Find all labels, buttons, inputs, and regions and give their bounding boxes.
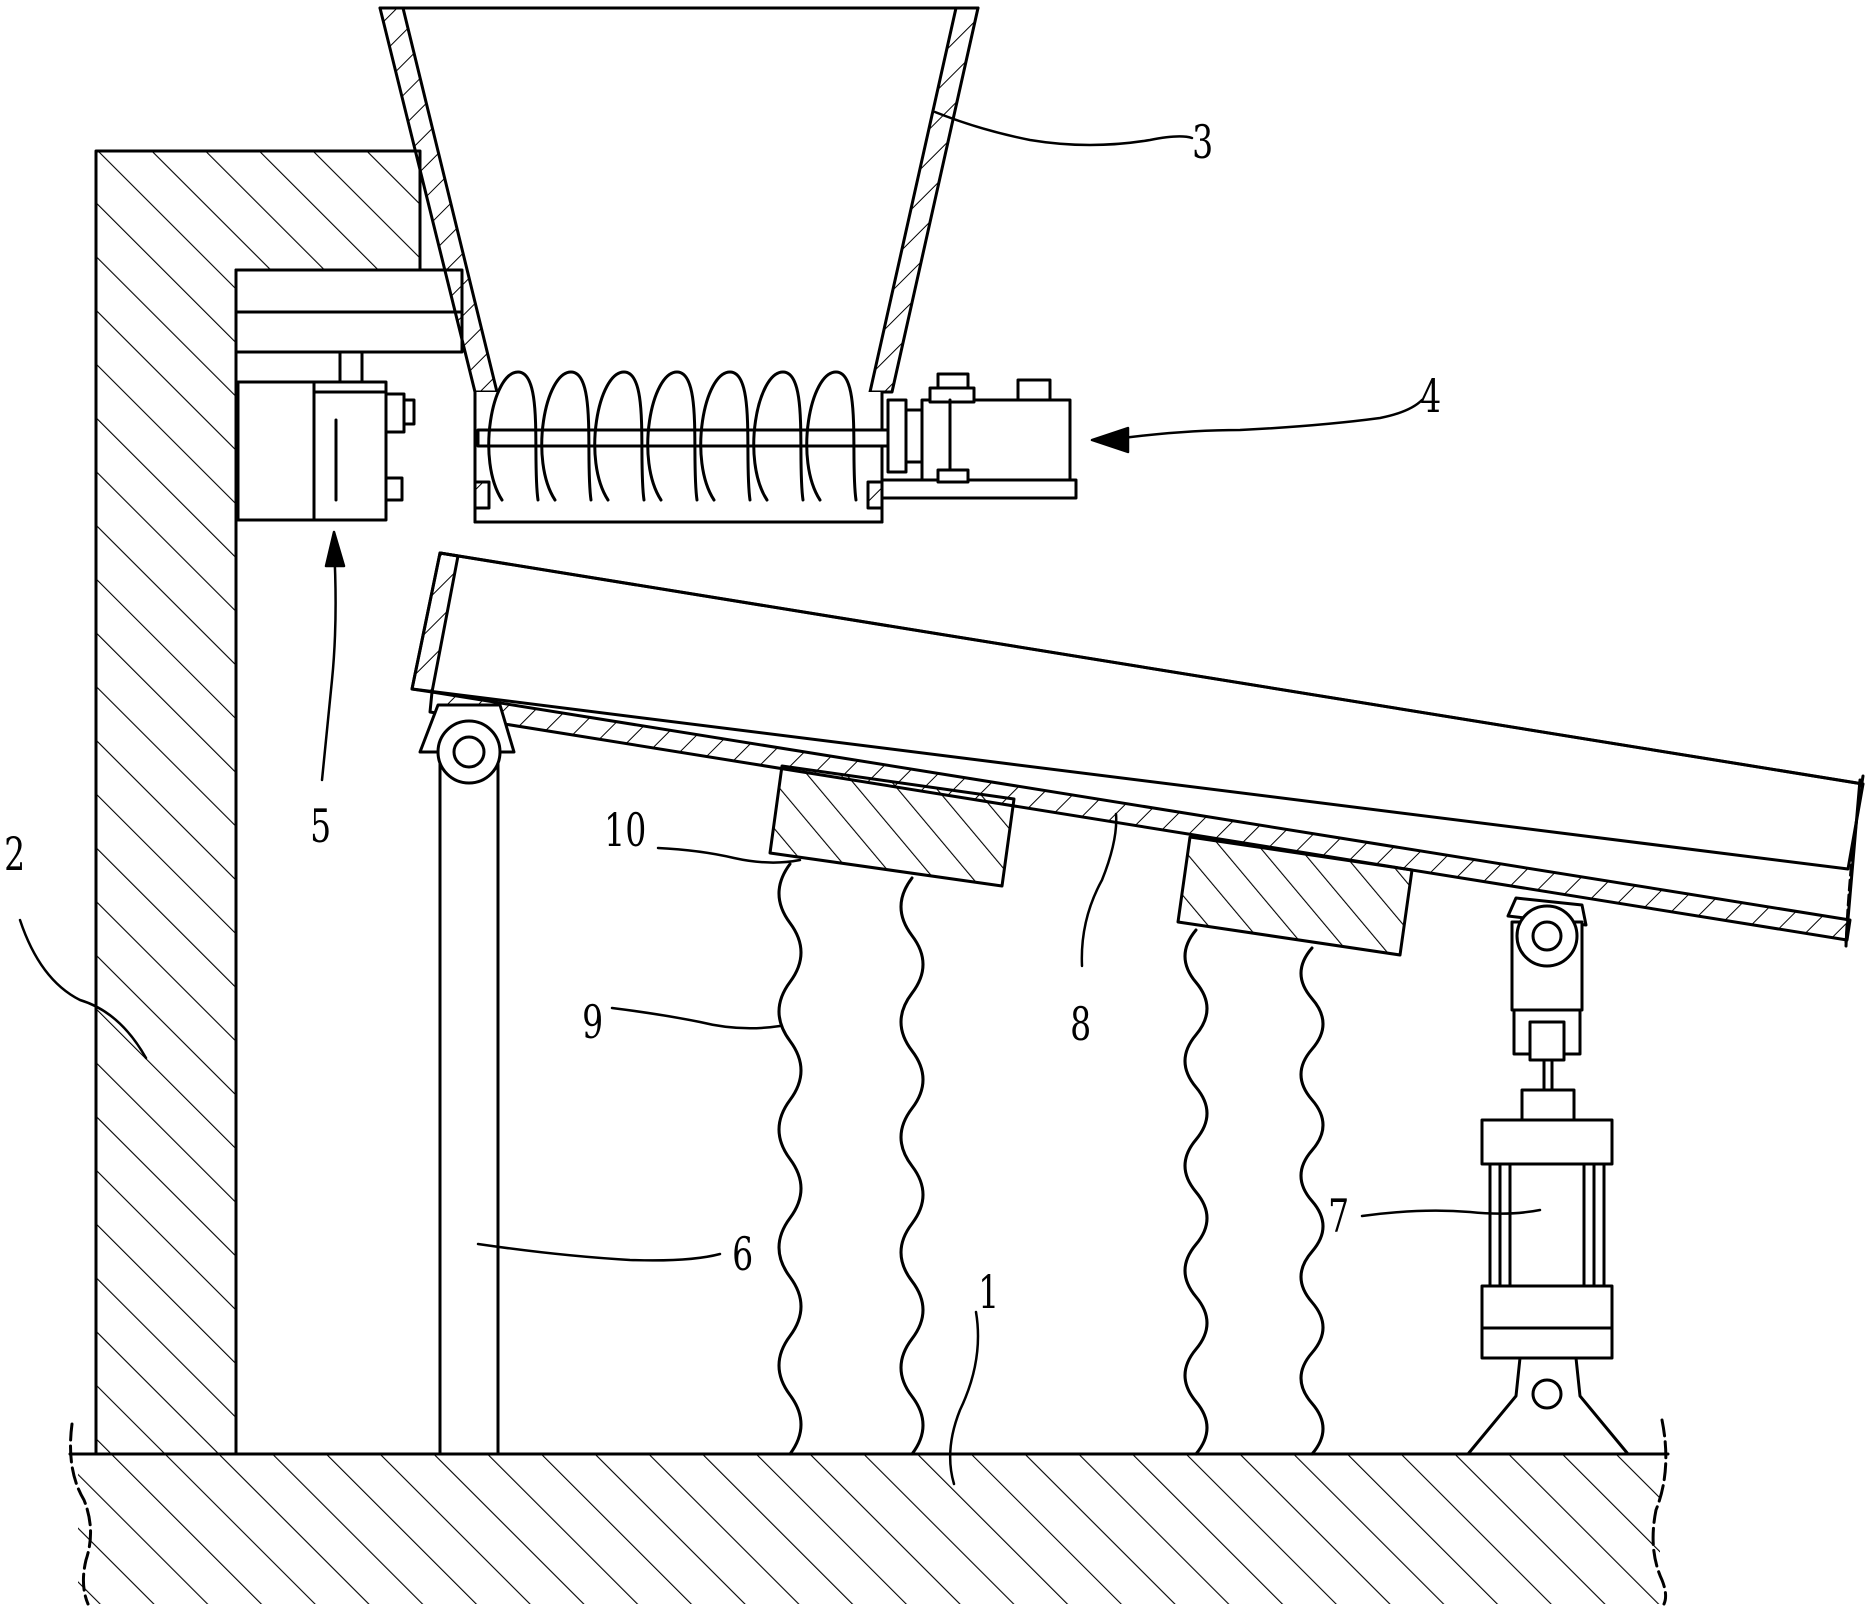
label-hopper: 3 [1192, 117, 1213, 170]
hydraulic-cylinder [1466, 896, 1630, 1456]
label-support-post: 6 [732, 1229, 753, 1282]
mounting-bracket [234, 268, 464, 354]
label-hydraulic-cylinder: 7 [1328, 1191, 1349, 1244]
label-springs: 9 [582, 997, 603, 1050]
hopper [378, 6, 980, 394]
label-screw-conveyor: 4 [1420, 371, 1441, 424]
support-post [418, 703, 516, 1456]
motor-unit [236, 350, 416, 522]
label-base: 1 [978, 1267, 999, 1320]
label-tilting-tray: 8 [1070, 999, 1091, 1052]
label-spring-block: 10 [604, 805, 646, 858]
label-wall: 2 [4, 829, 25, 882]
spring-blocks [768, 764, 1414, 957]
springs [777, 862, 1325, 1456]
label-motor-unit: 5 [310, 801, 331, 854]
tilting-tray [410, 551, 1865, 948]
ground-base [68, 1418, 1670, 1606]
auger-flight [487, 370, 858, 502]
screw-conveyor [473, 370, 1078, 524]
leader-lines [18, 110, 1542, 1486]
labels: 3 4 5 2 10 9 8 6 1 7 [4, 117, 1441, 1320]
